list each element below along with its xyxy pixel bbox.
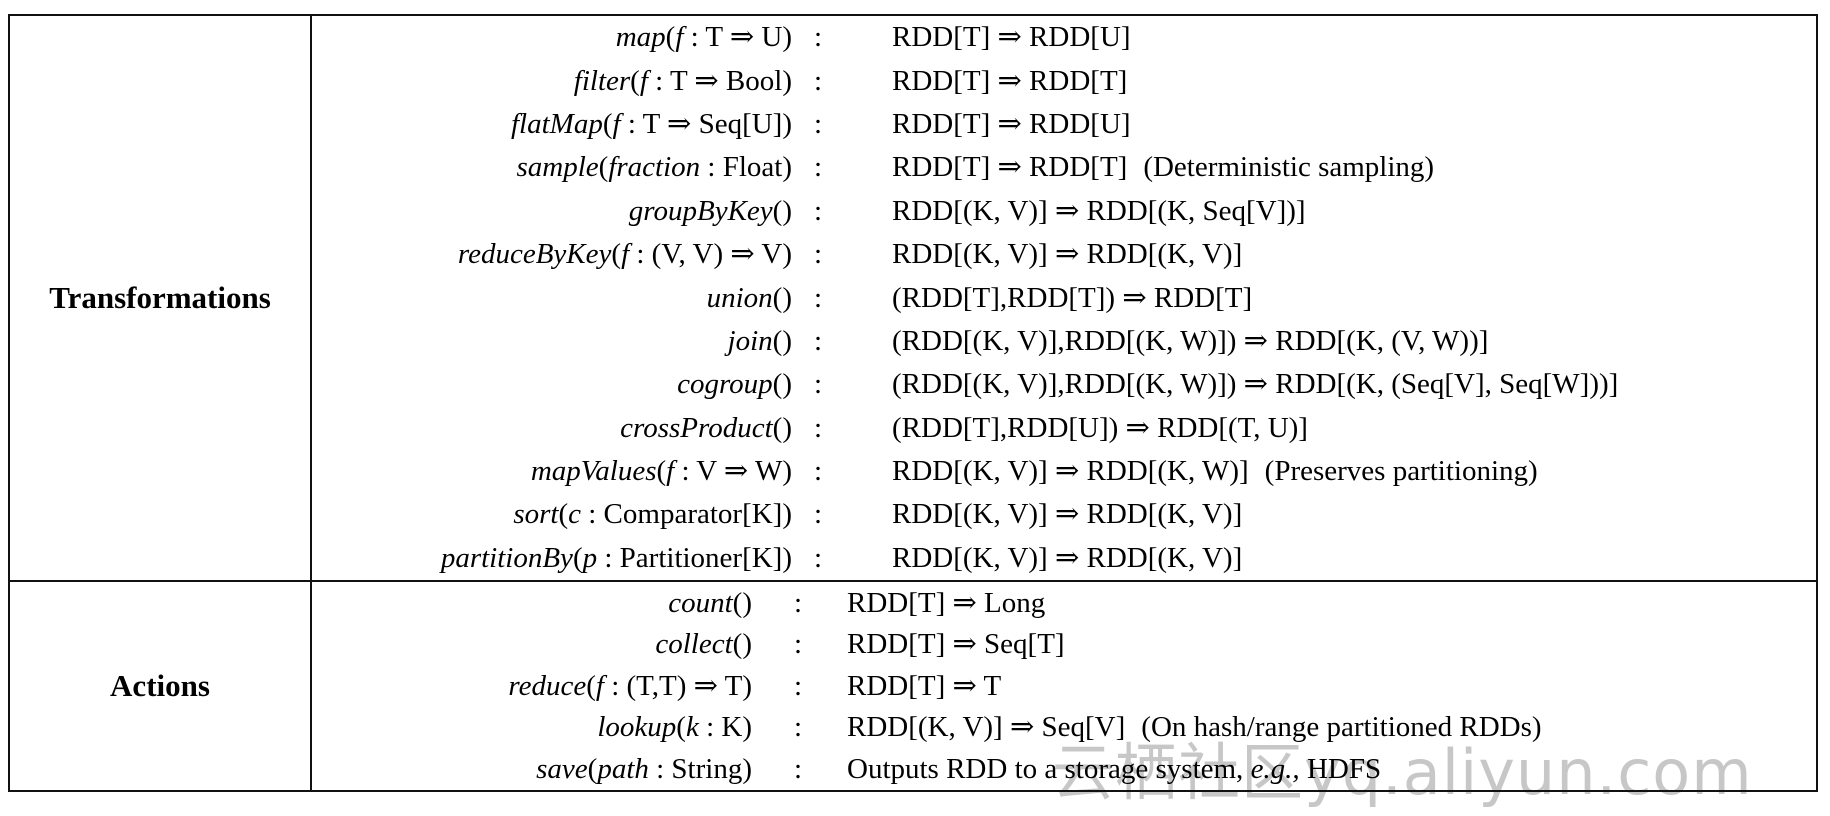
colon-separator: : [814, 368, 823, 401]
table-row: collect(): RDD[T] ⇒ Seq[T] [312, 624, 1816, 666]
operation-signature: union() [706, 281, 792, 314]
table-row: reduce(f : (T,T) ⇒ T): RDD[T] ⇒ T [312, 665, 1816, 707]
operation-signature: flatMap(f : T ⇒ Seq[U]) [510, 107, 792, 140]
operation-signature: reduce(f : (T,T) ⇒ T) [508, 669, 752, 702]
colon-separator: : [814, 151, 823, 184]
operation-note: (Preserves partitioning) [1264, 455, 1538, 488]
operation-signature: filter(f : T ⇒ Bool) [573, 64, 792, 97]
table-row: join(): (RDD[(K, V)],RDD[(K, W)]) ⇒ RDD[(… [312, 320, 1816, 363]
table-row: map(f : T ⇒ U): RDD[T] ⇒ RDD[U] [312, 16, 1816, 59]
table-row: groupByKey(): RDD[(K, V)] ⇒ RDD[(K, Seq[V… [312, 190, 1816, 233]
transformations-section: Transformations map(f : T ⇒ U): RDD[T] ⇒ … [10, 16, 1816, 582]
operation-type-signature: RDD[T] ⇒ RDD[T](Deterministic sampling) [892, 151, 1435, 184]
colon-separator: : [814, 107, 823, 140]
colon-separator: : [794, 586, 803, 619]
table-row: filter(f : T ⇒ Bool): RDD[T] ⇒ RDD[T] [312, 59, 1816, 102]
colon-separator: : [794, 752, 803, 785]
operation-type-signature: RDD[T] ⇒ RDD[U] [892, 107, 1131, 140]
operation-type-signature: RDD[T] ⇒ RDD[U] [892, 21, 1131, 54]
table-row: cogroup(): (RDD[(K, V)],RDD[(K, W)]) ⇒ RD… [312, 363, 1816, 406]
transformations-rows: map(f : T ⇒ U): RDD[T] ⇒ RDD[U] filter(f :… [312, 16, 1816, 580]
operation-signature: lookup(k : K) [597, 711, 752, 743]
operation-type-signature: RDD[T] ⇒ Long [847, 586, 1046, 619]
operation-signature: partitionBy(p : Partitioner[K]) [440, 541, 792, 574]
operation-type-signature: RDD[(K, V)] ⇒ RDD[(K, V)] [892, 238, 1243, 271]
table-row: flatMap(f : T ⇒ Seq[U]): RDD[T] ⇒ RDD[U] [312, 103, 1816, 146]
operation-signature: map(f : T ⇒ U) [615, 21, 792, 54]
operation-type-signature: (RDD[T],RDD[T]) ⇒ RDD[T] [892, 281, 1253, 314]
colon-separator: : [814, 541, 823, 574]
colon-separator: : [814, 21, 823, 54]
operation-type-signature: RDD[T] ⇒ T [847, 669, 1002, 702]
colon-separator: : [814, 324, 823, 357]
colon-separator: : [814, 64, 823, 97]
operation-signature: count() [668, 586, 752, 619]
operation-type-signature: RDD[(K, V)] ⇒ Seq[V](On hash/range parti… [847, 711, 1542, 743]
colon-separator: : [794, 711, 803, 743]
operation-type-signature: (RDD[(K, V)],RDD[(K, W)]) ⇒ RDD[(K, (Seq… [892, 368, 1619, 401]
operation-signature: join() [727, 324, 792, 357]
operation-note: (On hash/range partitioned RDDs) [1141, 711, 1542, 743]
operation-type-signature: RDD[(K, V)] ⇒ RDD[(K, V)] [892, 498, 1243, 531]
section-label-actions: Actions [10, 582, 312, 790]
operation-signature: save(path : String) [536, 752, 752, 785]
table-row: save(path : String): Outputs RDD to a sto… [312, 748, 1816, 790]
colon-separator: : [814, 498, 823, 531]
operation-signature: groupByKey() [628, 194, 792, 227]
actions-section: Actions count(): RDD[T] ⇒ Long collect(): R… [10, 582, 1816, 790]
operation-signature: collect() [655, 628, 752, 660]
rdd-operations-table: Transformations map(f : T ⇒ U): RDD[T] ⇒ … [8, 14, 1818, 792]
section-label-transformations: Transformations [10, 16, 312, 580]
colon-separator: : [814, 194, 823, 227]
table-row: mapValues(f : V ⇒ W): RDD[(K, V)] ⇒ RDD[(… [312, 450, 1816, 493]
watermark-domain-text: yq.aliyun.com [1304, 736, 1753, 809]
colon-separator: : [814, 455, 823, 488]
operation-type-signature: RDD[(K, V)] ⇒ RDD[(K, V)] [892, 541, 1243, 574]
operation-signature: crossProduct() [620, 411, 792, 444]
table-row: crossProduct(): (RDD[T],RDD[U]) ⇒ RDD[(T,… [312, 406, 1816, 449]
operation-signature: reduceByKey(f : (V, V) ⇒ V) [457, 238, 792, 271]
colon-separator: : [814, 238, 823, 271]
table-row: lookup(k : K): RDD[(K, V)] ⇒ Seq[V](On ha… [312, 707, 1816, 749]
colon-separator: : [814, 281, 823, 314]
table-row: union(): (RDD[T],RDD[T]) ⇒ RDD[T] [312, 276, 1816, 319]
operation-signature: sample(fraction : Float) [516, 151, 792, 184]
operation-signature: sort(c : Comparator[K]) [513, 498, 792, 531]
operation-type-signature: (RDD[(K, V)],RDD[(K, W)]) ⇒ RDD[(K, (V, … [892, 324, 1489, 357]
watermark-cn-text: 云栖社区 [1052, 736, 1305, 809]
colon-separator: : [794, 628, 803, 660]
table-row: count(): RDD[T] ⇒ Long [312, 582, 1816, 624]
operation-signature: mapValues(f : V ⇒ W) [530, 455, 792, 488]
operation-signature: cogroup() [677, 368, 792, 401]
operation-type-signature: RDD[(K, V)] ⇒ RDD[(K, Seq[V])] [892, 194, 1306, 227]
operation-type-signature: RDD[T] ⇒ RDD[T] [892, 64, 1128, 97]
actions-rows: count(): RDD[T] ⇒ Long collect(): RDD[T] ⇒ … [312, 582, 1816, 790]
operation-note: (Deterministic sampling) [1143, 151, 1435, 184]
operation-type-signature: Outputs RDD to a storage system, e.g., H… [847, 752, 1382, 785]
aliyun-watermark: 云栖社区yq.aliyun.com [1052, 742, 1753, 804]
table-row: sample(fraction : Float): RDD[T] ⇒ RDD[T]… [312, 146, 1816, 189]
table-row: partitionBy(p : Partitioner[K]): RDD[(K, … [312, 537, 1816, 580]
operation-type-signature: RDD[(K, V)] ⇒ RDD[(K, W)](Preserves part… [892, 455, 1538, 488]
table-row: reduceByKey(f : (V, V) ⇒ V): RDD[(K, V)] … [312, 233, 1816, 276]
table-row: sort(c : Comparator[K]): RDD[(K, V)] ⇒ RD… [312, 493, 1816, 536]
operation-type-signature: (RDD[T],RDD[U]) ⇒ RDD[(T, U)] [892, 411, 1308, 444]
colon-separator: : [794, 669, 803, 702]
colon-separator: : [814, 411, 823, 444]
operation-type-signature: RDD[T] ⇒ Seq[T] [847, 628, 1065, 660]
